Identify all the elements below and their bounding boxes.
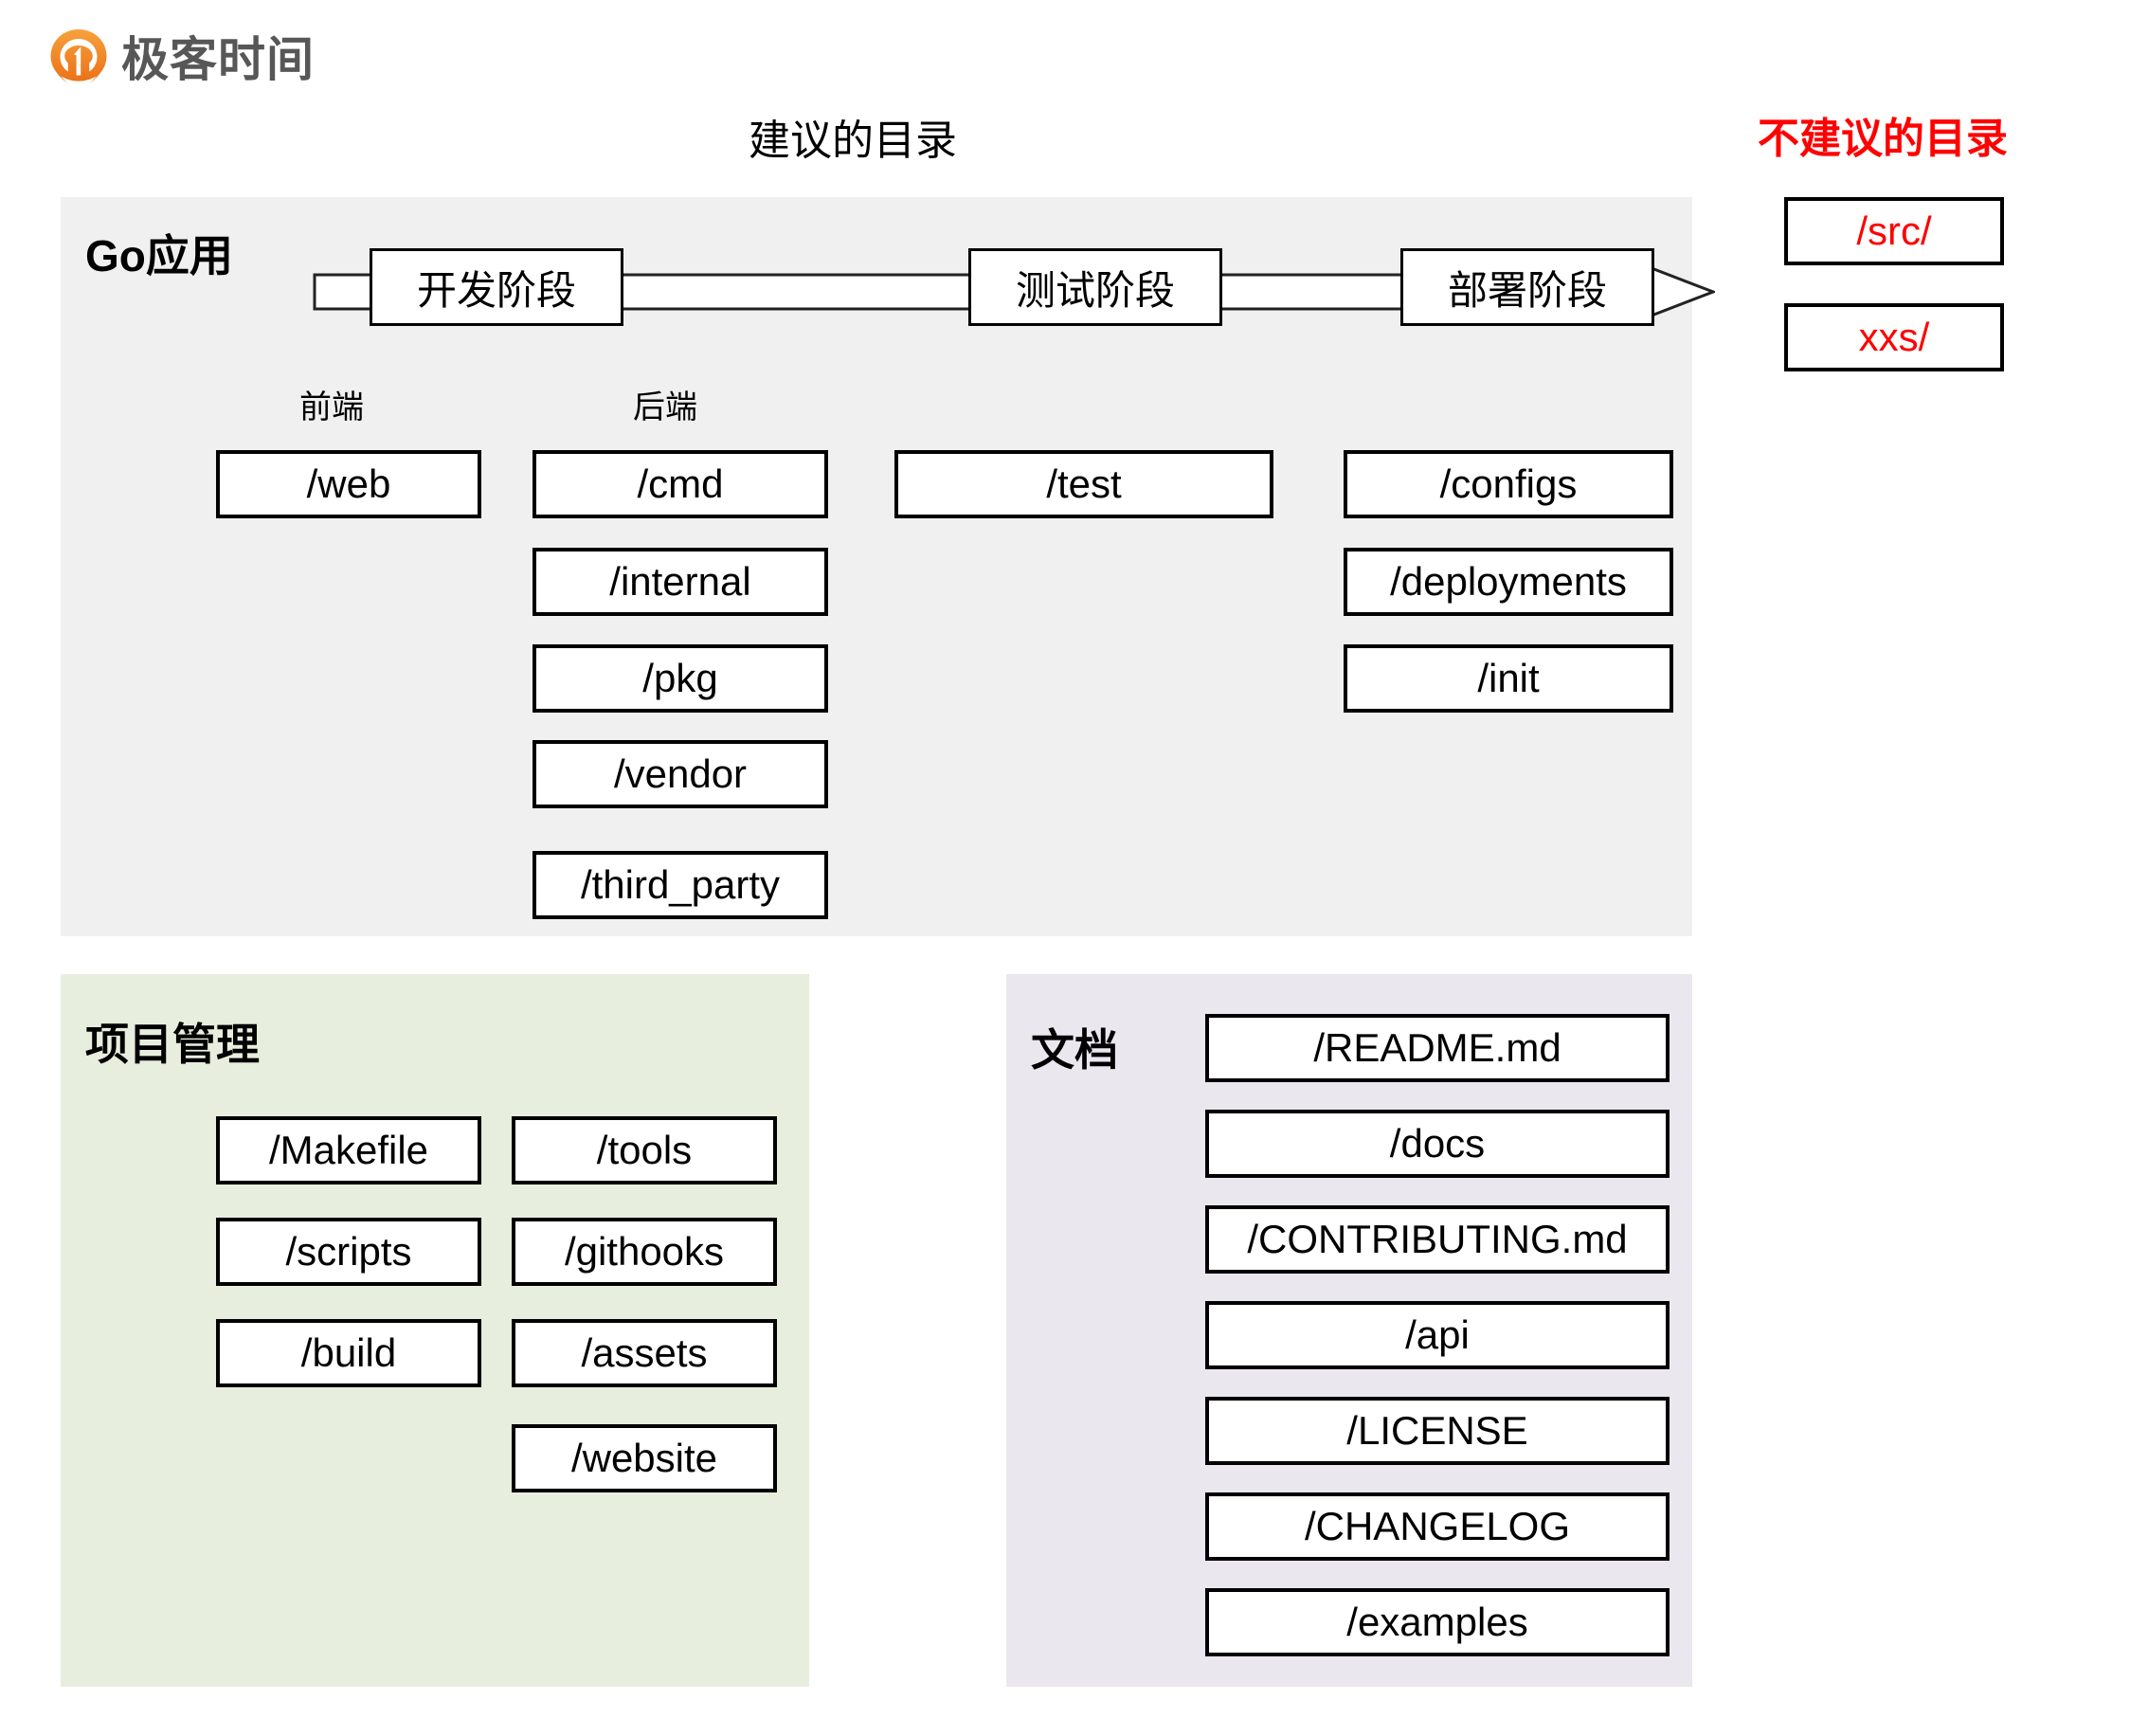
dir-box-deployments: /deployments bbox=[1344, 548, 1673, 616]
dir-box-vendor: /vendor bbox=[532, 740, 828, 808]
geektime-pin-icon bbox=[50, 29, 107, 91]
dir-box-configs: /configs bbox=[1344, 450, 1673, 518]
dir-box-xxs-not-recommended: xxs/ bbox=[1784, 303, 2004, 371]
brand-logo: 极客时间 bbox=[49, 28, 315, 91]
suggested-title: 建议的目录 bbox=[749, 118, 957, 164]
dir-box-build: /build bbox=[216, 1319, 481, 1387]
dir-box-third-party: /third_party bbox=[532, 851, 828, 919]
dir-box-website: /website bbox=[512, 1424, 777, 1492]
phase-box-development: 开发阶段 bbox=[370, 248, 623, 326]
phase-box-deployment: 部署阶段 bbox=[1400, 248, 1654, 326]
label-backend: 后端 bbox=[633, 389, 697, 425]
dir-box-internal: /internal bbox=[532, 548, 828, 616]
dir-box-examples: /examples bbox=[1205, 1588, 1670, 1656]
dir-box-readme: /README.md bbox=[1205, 1014, 1670, 1082]
dir-box-assets: /assets bbox=[512, 1319, 777, 1387]
dir-box-scripts: /scripts bbox=[216, 1218, 481, 1286]
dir-box-tools: /tools bbox=[512, 1116, 777, 1184]
dir-box-githooks: /githooks bbox=[512, 1218, 777, 1286]
dir-box-test: /test bbox=[894, 450, 1273, 518]
dir-box-makefile: /Makefile bbox=[216, 1116, 481, 1184]
label-frontend: 前端 bbox=[299, 389, 364, 425]
dir-box-changelog: /CHANGELOG bbox=[1205, 1492, 1670, 1561]
not-suggested-title: 不建议的目录 bbox=[1758, 116, 2008, 162]
dir-box-api: /api bbox=[1205, 1301, 1670, 1369]
panel-go-heading: Go应用 bbox=[85, 231, 233, 280]
brand-name: 极客时间 bbox=[121, 33, 315, 86]
dir-box-web: /web bbox=[216, 450, 481, 518]
dir-box-contributing: /CONTRIBUTING.md bbox=[1205, 1205, 1670, 1274]
panel-project-heading: 项目管理 bbox=[85, 1020, 260, 1069]
dir-box-cmd: /cmd bbox=[532, 450, 828, 518]
dir-box-src-not-recommended: /src/ bbox=[1784, 197, 2004, 265]
dir-box-license: /LICENSE bbox=[1205, 1397, 1670, 1465]
panel-docs-heading: 文档 bbox=[1031, 1025, 1118, 1075]
dir-box-pkg: /pkg bbox=[532, 644, 828, 713]
dir-box-docs: /docs bbox=[1205, 1110, 1670, 1178]
dir-box-init: /init bbox=[1344, 644, 1673, 713]
phase-box-testing: 测试阶段 bbox=[968, 248, 1222, 326]
